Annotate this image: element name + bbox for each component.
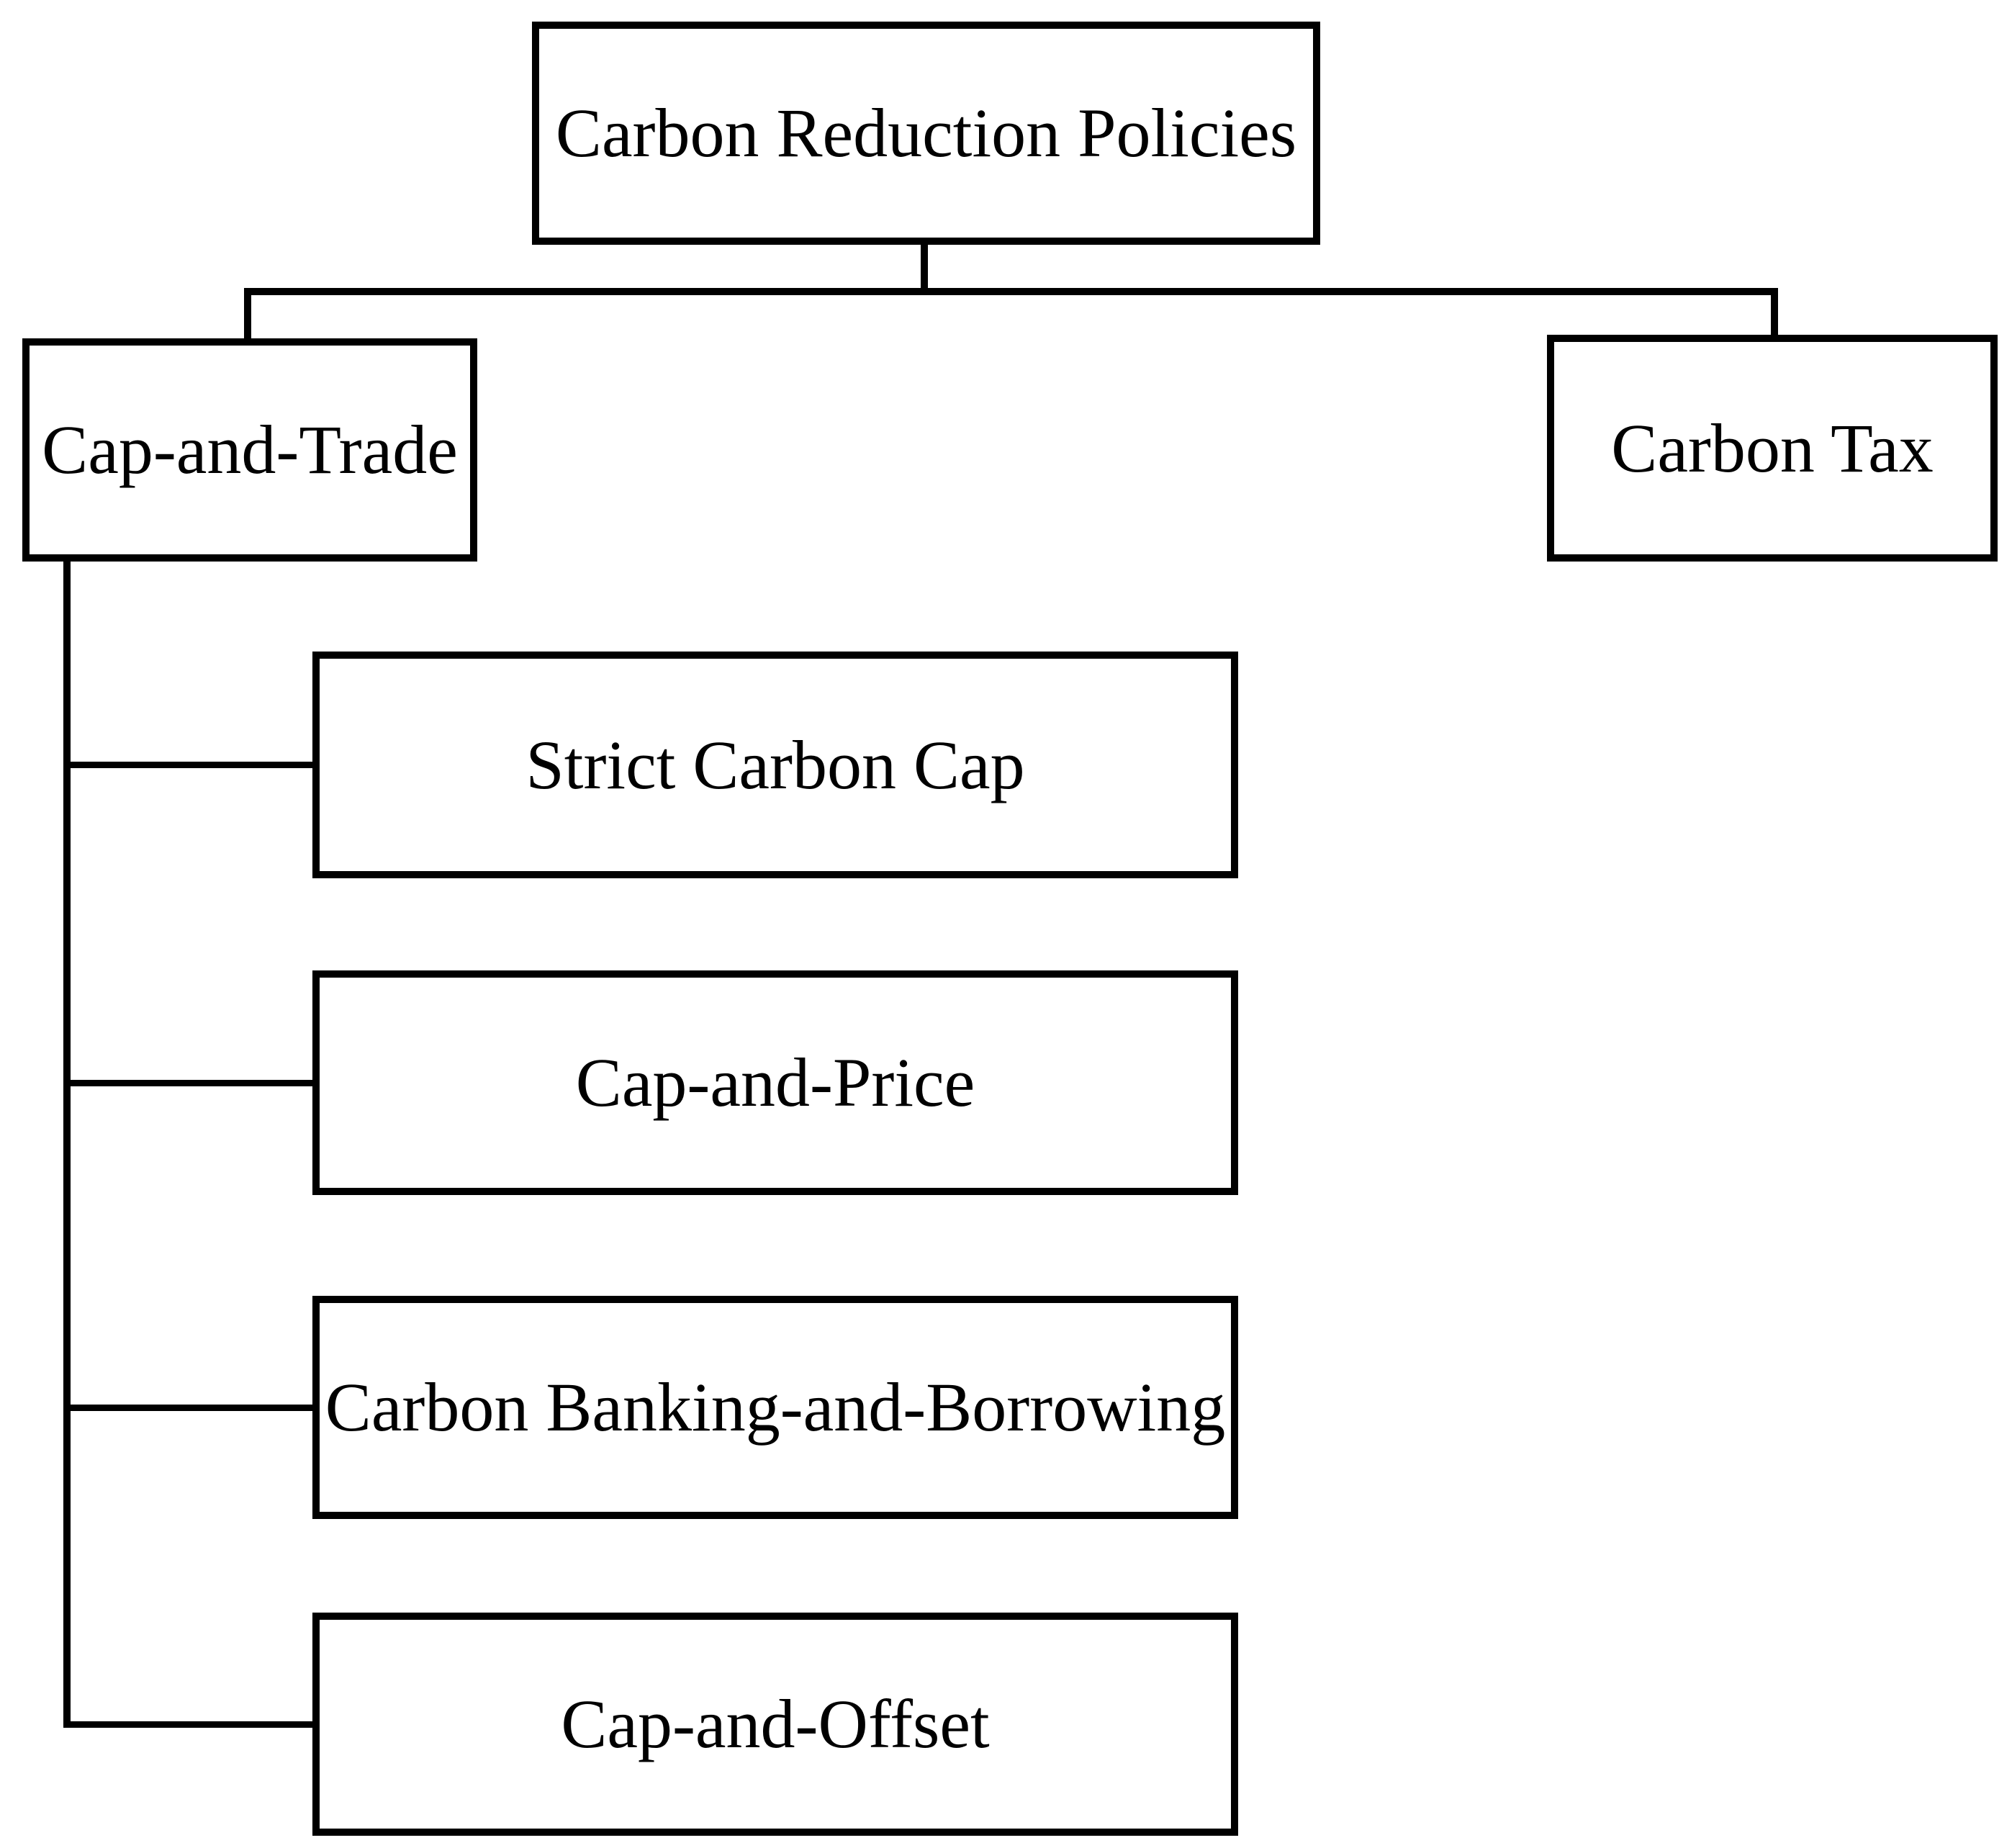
node-label: Strict Carbon Cap (525, 726, 1025, 803)
connector-cap-and-trade-spine (63, 558, 71, 1728)
node-carbon-tax: Carbon Tax (1547, 335, 1998, 562)
connector-root-drop (921, 241, 928, 295)
connector-cap-and-price (67, 1080, 316, 1086)
node-label: Carbon Reduction Policies (555, 94, 1297, 172)
node-cap-and-price: Cap-and-Price (312, 970, 1238, 1195)
node-carbon-banking-and-borrowing: Carbon Banking-and-Borrowing (312, 1296, 1238, 1519)
connector-cap-and-offset (67, 1721, 316, 1728)
node-strict-carbon-cap: Strict Carbon Cap (312, 652, 1238, 878)
node-label: Cap-and-Trade (42, 411, 458, 489)
node-cap-and-offset: Cap-and-Offset (312, 1613, 1238, 1836)
node-label: Carbon Tax (1611, 409, 1934, 487)
connector-carbon-banking-and-borrowing (67, 1405, 316, 1411)
node-label: Cap-and-Price (575, 1044, 975, 1122)
node-carbon-reduction-policies: Carbon Reduction Policies (532, 22, 1320, 245)
connector-cap-and-trade-drop (244, 288, 251, 346)
node-cap-and-trade: Cap-and-Trade (22, 338, 477, 562)
node-label: Carbon Banking-and-Borrowing (325, 1369, 1226, 1446)
connector-carbon-tax-drop (1771, 288, 1778, 342)
connector-level1-horizontal (244, 288, 1778, 295)
connector-strict-carbon-cap (67, 762, 316, 768)
node-label: Cap-and-Offset (561, 1685, 990, 1763)
